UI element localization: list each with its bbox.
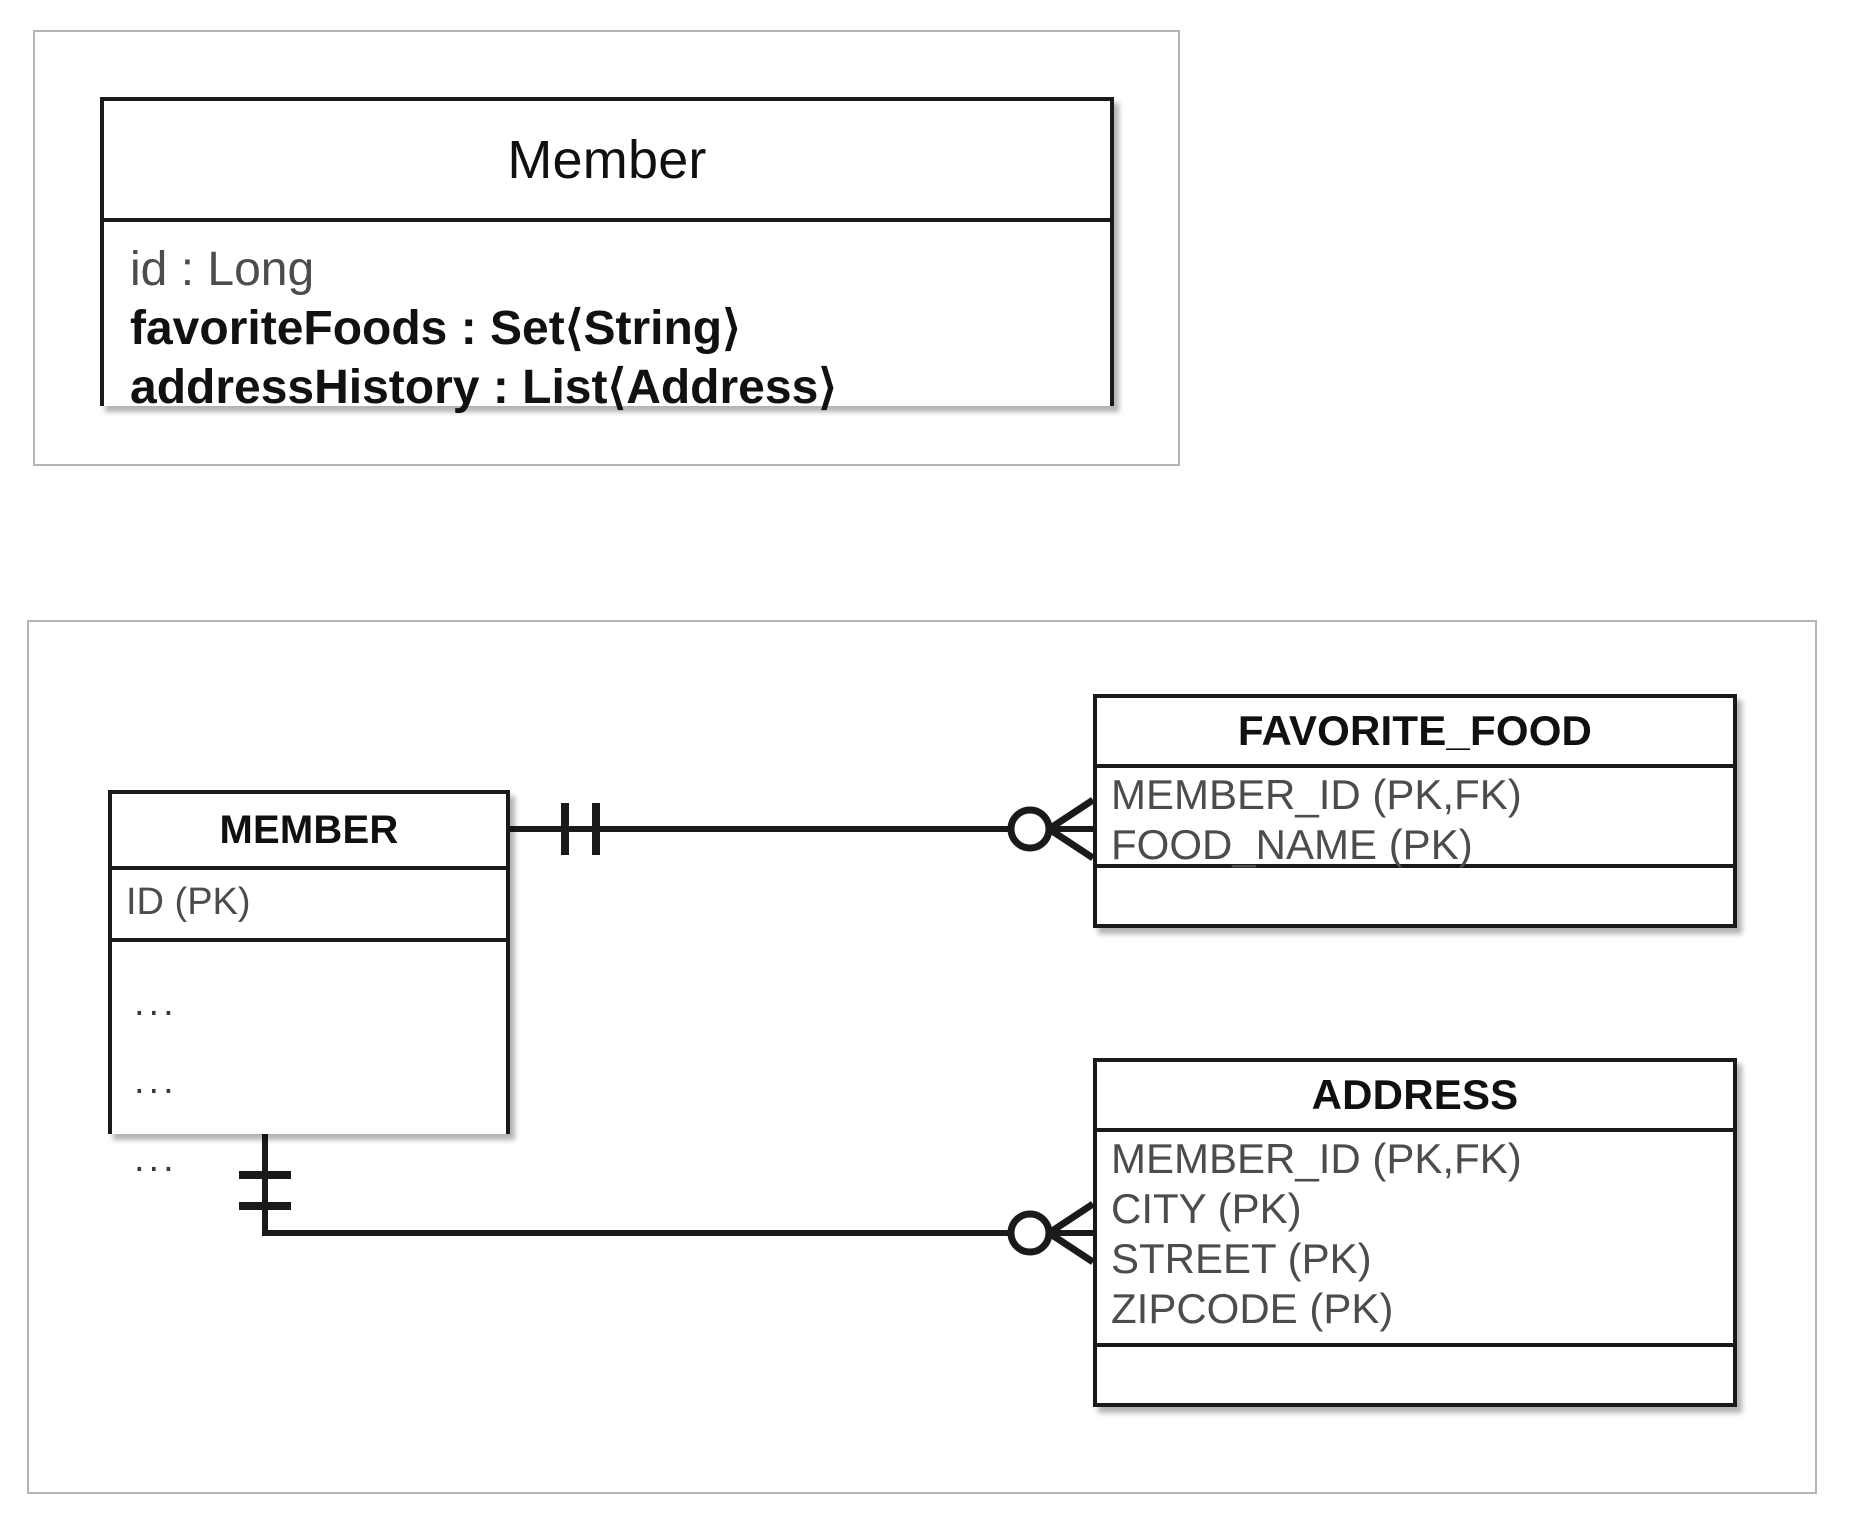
er-table-title-section: ADDRESS (1097, 1062, 1733, 1128)
er-column-placeholder-2: ... (134, 1060, 178, 1102)
er-column-member-id: ID (PK) (126, 881, 251, 923)
er-table-empty-footer-section (1097, 1343, 1733, 1403)
er-column-favorite-food-food-name: FOOD_NAME (PK) (1111, 821, 1473, 868)
er-column-address-street: STREET (PK) (1111, 1235, 1372, 1282)
er-column-placeholder-1: ... (134, 982, 178, 1024)
er-table-title-section: FAVORITE_FOOD (1097, 698, 1733, 764)
uml-class-name: Member (507, 129, 707, 190)
er-table-member[interactable]: MEMBER ID (PK) ... ... ... (108, 790, 510, 1180)
er-table-pk-section: ID (PK) (112, 866, 506, 938)
er-column-favorite-food-member-id: MEMBER_ID (PK,FK) (1111, 771, 1522, 818)
er-table-columns-section: MEMBER_ID (PK,FK) FOOD_NAME (PK) (1097, 764, 1733, 868)
er-table-name-member: MEMBER (219, 807, 399, 852)
uml-attribute-favorite-foods: favoriteFoods : Set⟨String⟩ (130, 302, 741, 355)
er-column-address-city: CITY (PK) (1111, 1185, 1302, 1232)
er-table-other-columns-section: ... ... ... (112, 938, 506, 1180)
er-table-favorite-food[interactable]: FAVORITE_FOOD MEMBER_ID (PK,FK) FOOD_NAM… (1093, 694, 1737, 928)
er-column-address-member-id: MEMBER_ID (PK,FK) (1111, 1135, 1522, 1182)
er-table-name-favorite-food: FAVORITE_FOOD (1237, 707, 1593, 754)
er-column-placeholder-3: ... (134, 1138, 178, 1180)
er-table-address[interactable]: ADDRESS MEMBER_ID (PK,FK) CITY (PK) STRE… (1093, 1058, 1737, 1407)
uml-class-member[interactable]: Member id : Long favoriteFoods : Set⟨Str… (100, 97, 1114, 414)
er-table-title-section: MEMBER (112, 794, 506, 866)
er-column-address-zipcode: ZIPCODE (PK) (1111, 1285, 1394, 1332)
er-table-columns-section: MEMBER_ID (PK,FK) CITY (PK) STREET (PK) … (1097, 1128, 1733, 1343)
uml-attribute-id: id : Long (130, 243, 315, 296)
er-table-empty-footer-section (1097, 864, 1733, 924)
uml-class-title-section: Member (104, 101, 1110, 218)
er-table-name-address: ADDRESS (1311, 1071, 1519, 1118)
uml-class-attribute-section: id : Long favoriteFoods : Set⟨String⟩ ad… (104, 218, 1110, 414)
uml-attribute-address-history: addressHistory : List⟨Address⟩ (130, 361, 837, 414)
